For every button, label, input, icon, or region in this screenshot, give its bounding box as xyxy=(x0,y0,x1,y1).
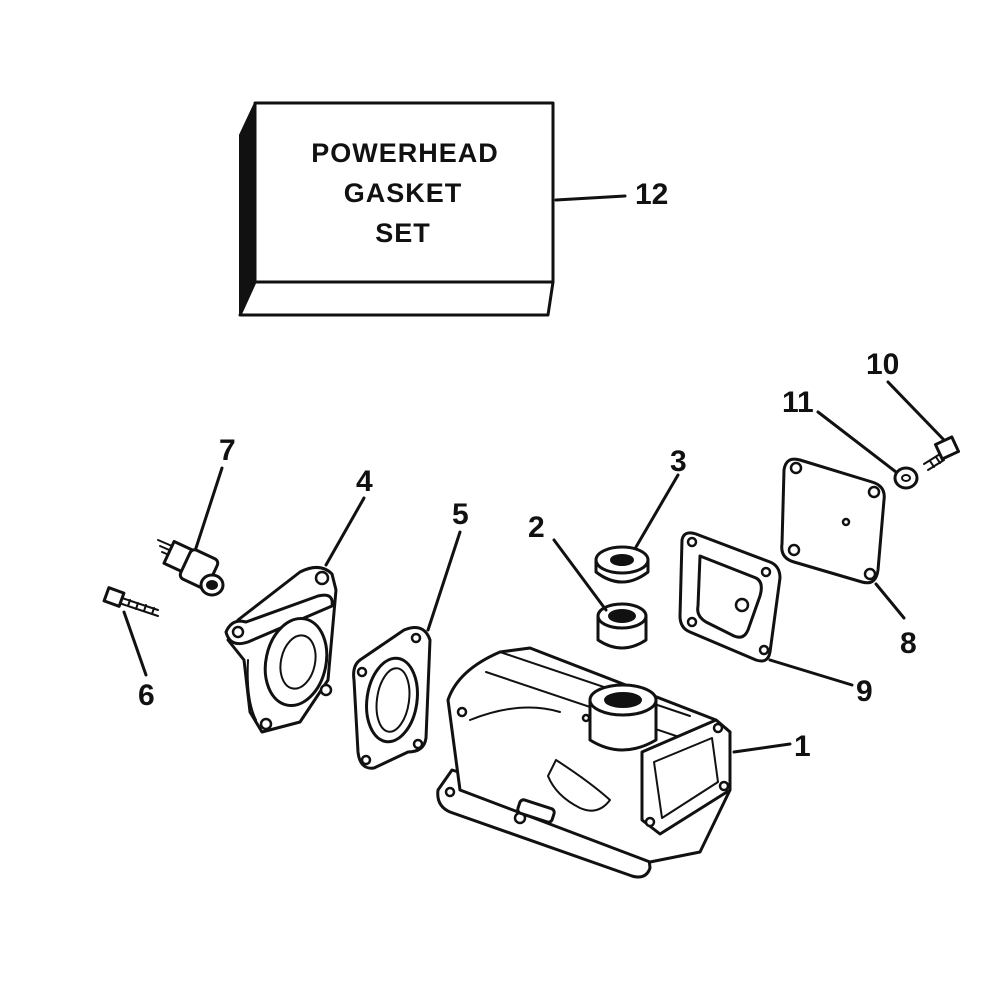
box-label-line-1: POWERHEAD xyxy=(311,138,499,168)
callout-9: 9 xyxy=(856,675,873,708)
callout-4: 4 xyxy=(356,465,373,498)
callout-10: 10 xyxy=(866,348,899,381)
part-9-cover-gasket xyxy=(678,531,782,663)
box-front-face xyxy=(253,101,555,284)
callout-7: 7 xyxy=(219,434,236,467)
leader-10 xyxy=(886,380,946,442)
callout-11: 11 xyxy=(782,386,814,419)
leader-4 xyxy=(324,496,366,567)
part-6-bolt xyxy=(102,586,159,617)
callout-5: 5 xyxy=(452,498,469,531)
powerhead-gasket-set-box: POWERHEAD GASKET SET xyxy=(238,101,555,317)
leader-2 xyxy=(552,538,608,612)
box-bottom-face xyxy=(238,280,555,317)
part-2-needle-bearing xyxy=(596,602,648,650)
callout-8: 8 xyxy=(900,627,917,660)
leader-9 xyxy=(768,658,854,687)
part-4-end-cap xyxy=(224,566,338,734)
callout-3: 3 xyxy=(670,445,687,478)
callout-2: 2 xyxy=(528,511,545,544)
part-7-fitting xyxy=(157,539,225,597)
part-11-washer xyxy=(893,466,919,490)
part-8-cover-plate xyxy=(780,457,886,585)
part-1-main-housing xyxy=(436,646,732,879)
leader-5 xyxy=(426,530,462,632)
part-3-bearing xyxy=(594,545,650,584)
part-5-gasket xyxy=(352,626,432,770)
part-10-screw xyxy=(923,435,961,471)
box-label-line-3: SET xyxy=(375,218,431,248)
callout-6: 6 xyxy=(138,679,155,712)
callout-12: 12 xyxy=(635,178,668,211)
leader-1 xyxy=(732,742,792,754)
leader-11 xyxy=(816,410,898,474)
callout-1: 1 xyxy=(794,730,811,763)
leader-8 xyxy=(874,582,906,620)
leader-3 xyxy=(634,473,680,549)
leader-7 xyxy=(194,466,224,550)
leader-12 xyxy=(554,194,627,202)
leader-6 xyxy=(122,610,148,677)
box-label-line-2: GASKET xyxy=(344,178,463,208)
box-left-side xyxy=(239,102,256,316)
